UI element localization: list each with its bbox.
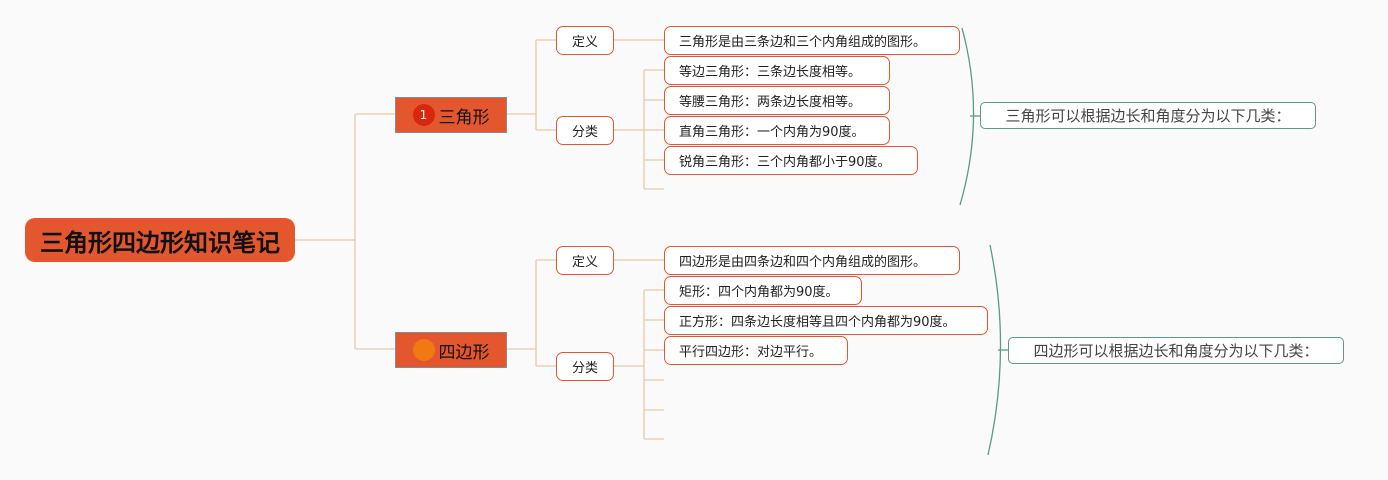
quadrilateral-item[interactable]: 矩形：四个内角都为90度。 <box>664 276 862 305</box>
quadrilateral-definition-tag[interactable]: 定义 <box>556 246 614 275</box>
triangle-definition-tag[interactable]: 定义 <box>556 26 614 55</box>
triangle-item[interactable]: 等腰三角形：两条边长度相等。 <box>664 86 890 115</box>
branch-label: 三角形 <box>438 107 490 128</box>
triangle-item[interactable]: 直角三角形：一个内角为90度。 <box>664 116 890 145</box>
triangle-classification-tag[interactable]: 分类 <box>556 116 614 145</box>
priority-2-icon <box>412 339 435 361</box>
quadrilateral-summary[interactable]: 四边形可以根据边长和角度分为以下几类： <box>1008 337 1344 364</box>
triangle-item[interactable]: 锐角三角形：三个内角都小于90度。 <box>664 146 918 175</box>
priority-1-icon: 1 <box>412 104 435 126</box>
triangle-item[interactable]: 等边三角形：三条边长度相等。 <box>664 56 890 85</box>
branch-quadrilateral[interactable]: 四边形 <box>395 332 507 368</box>
triangle-summary[interactable]: 三角形可以根据边长和角度分为以下几类： <box>980 102 1316 129</box>
triangle-definition-text[interactable]: 三角形是由三条边和三个内角组成的图形。 <box>664 26 960 55</box>
branch-triangle[interactable]: 1 三角形 <box>395 97 507 133</box>
quadrilateral-classification-tag[interactable]: 分类 <box>556 352 614 381</box>
quadrilateral-definition-text[interactable]: 四边形是由四条边和四个内角组成的图形。 <box>664 246 960 275</box>
quadrilateral-item[interactable]: 正方形：四条边长度相等且四个内角都为90度。 <box>664 306 988 335</box>
root-topic[interactable]: 三角形四边形知识笔记 <box>25 218 295 262</box>
branch-label: 四边形 <box>438 342 490 363</box>
quadrilateral-item[interactable]: 平行四边形：对边平行。 <box>664 336 848 365</box>
